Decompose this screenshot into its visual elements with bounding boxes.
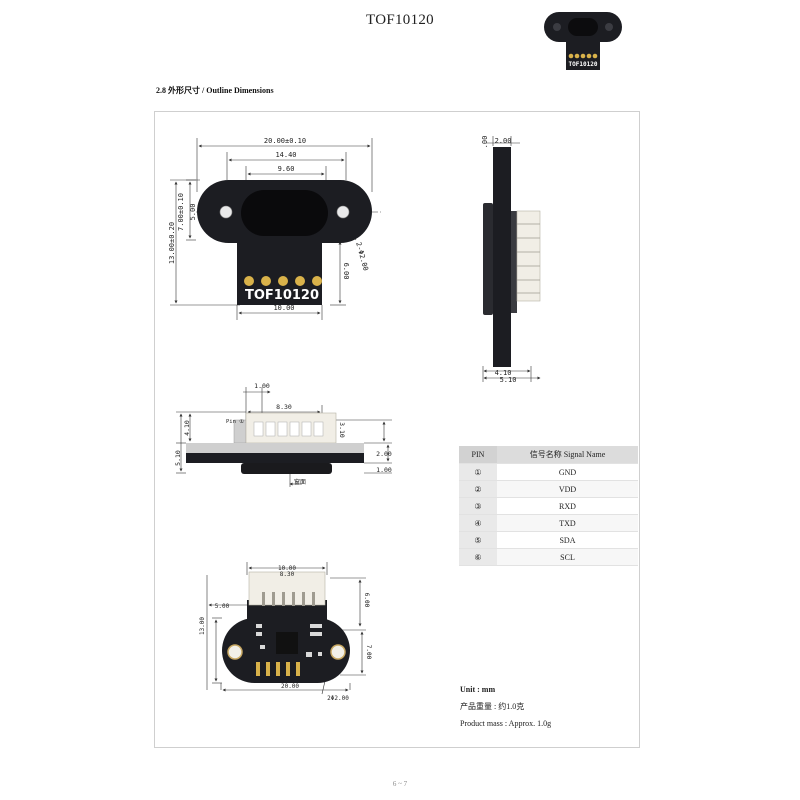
conn-dim-1b: 1.00 [376,466,392,474]
front-board: TOF10120 [197,180,372,305]
conn-dim-3: 3.10 [338,422,346,438]
side-view: 2.00 .00 4.10 5.10 [481,136,541,384]
pin-cell: ⑤ [459,531,497,549]
back-dim-6: 6.00 [363,593,370,608]
mass-note-en: Product mass : Approx. 1.0g [460,719,552,728]
back-view: 10.00 8.30 5.00 6.00 13.00 7.00 20.00 2Φ… [199,562,372,702]
mass-note-cn: 产品重量 : 约1.0克 [460,702,525,711]
back-dim-7: 7.00 [365,645,372,660]
table-row: ① GND [459,463,638,481]
conn-dim-2: 2.00 [376,450,392,458]
section-heading: 2.8 外形尺寸 / Outline Dimensions [156,86,274,95]
front-board-label: TOF10120 [245,288,319,303]
signal-cell: RXD [497,497,638,515]
side-dim-4: 4.10 [495,369,512,377]
dim-13: 13.00±0.20 [168,222,176,264]
page-number: 6 ~ 7 [392,780,408,788]
pin-cell: ⑥ [459,548,497,566]
back-dim-10: 10.00 [278,565,296,572]
pin-cell: ③ [459,497,497,515]
signal-cell: VDD [497,480,638,498]
table-header-row: PIN 信号名称 Signal Name [459,446,638,464]
conn-dim-1: 1.00 [254,382,270,390]
pin-cell: ④ [459,514,497,532]
dim-14: 14.40 [275,151,296,159]
outline-drawing: TOF10120 20.00±0.10 14.40 9.60 13.00±0.2… [168,136,541,702]
table-row: ④ TXD [459,514,638,532]
signal-cell: SCL [497,548,638,566]
header-pin: PIN [459,446,497,464]
dim-9: 9.60 [278,165,295,173]
pin1-label: Pin ① [226,418,244,425]
thumbnail-label: TOF10120 [569,61,598,68]
dim-5: 5.00 [189,204,197,221]
spec-notes: Unit : mm 产品重量 : 约1.0克 Product mass : Ap… [460,681,551,732]
signal-cell: TXD [497,514,638,532]
side-dim-2: 2.00 [495,137,512,145]
window-label: 窗面 [294,478,306,486]
conn-dim-5: 5.10 [174,450,182,466]
signal-cell: SDA [497,531,638,549]
pin-cell: ① [459,463,497,481]
dim-10: 10.00 [273,304,294,312]
back-dim-5: 5.00 [215,603,230,610]
header-signal: 信号名称 Signal Name [497,446,638,464]
dim-6: 6.00 [342,263,350,280]
unit-note: Unit : mm [460,685,496,694]
dim-20: 20.00±0.10 [264,137,306,145]
connector-view: 1.00 8.30 Pin ① 3.10 4.10 5.10 2.00 1.00… [174,382,392,487]
signal-cell: GND [497,463,638,481]
conn-dim-8: 8.30 [276,403,292,411]
back-dim-20: 20.00 [281,683,299,690]
table-row: ⑥ SCL [459,548,638,566]
side-dim-1: .00 [481,136,489,149]
pin-signal-table: PIN 信号名称 Signal Name ① GND ② VDD ③ RXD ④… [459,446,638,566]
table-row: ③ RXD [459,497,638,515]
table-row: ⑤ SDA [459,531,638,549]
back-dim-13: 13.00 [199,617,206,635]
product-thumbnail: TOF10120 [544,12,622,70]
side-dim-5: 5.10 [500,376,517,384]
back-dim-8: 8.30 [280,571,295,578]
dim-hole: 2-Φ2.00 [354,241,369,272]
back-dim-hole: 2Φ2.00 [327,695,349,702]
conn-dim-4: 4.10 [183,420,191,436]
dim-7: 7.00±0.10 [177,193,185,231]
table-row: ② VDD [459,480,638,498]
pin-cell: ② [459,480,497,498]
document-title: TOF10120 [366,12,434,28]
